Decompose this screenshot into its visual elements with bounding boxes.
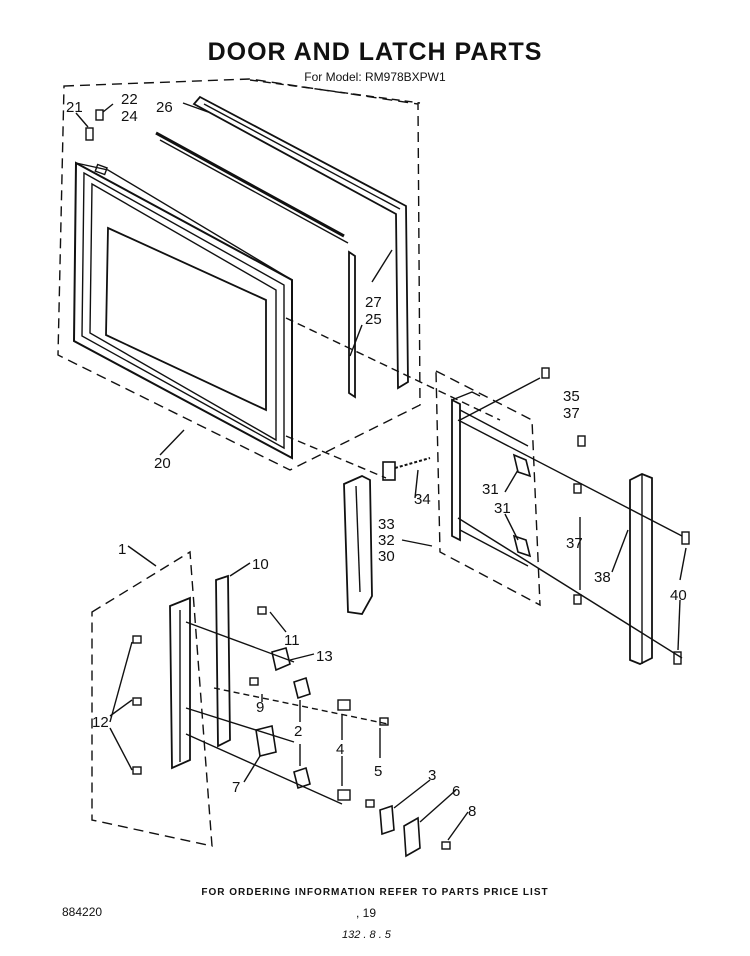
callout-9: 9 [256,699,264,716]
screw-35 [541,367,550,379]
screw-37b [573,483,582,605]
callout-37: 37 [563,405,580,422]
callout-31: 31 [482,481,499,498]
page-number: , 19 [356,906,377,920]
ordering-info-note: FOR ORDERING INFORMATION REFER TO PARTS … [201,887,549,898]
door-panel [72,161,293,460]
screws-5 [365,717,389,808]
callout-2: 2 [294,723,302,740]
handwritten-mark: 132 . 8 . 5 [342,929,391,941]
switch-assembly-outline [91,550,213,847]
switch-6 [403,816,421,858]
side-bracket-38 [629,473,653,665]
callout-25: 25 [365,311,382,328]
latch-block-33 [382,461,396,481]
page-title: DOOR AND LATCH PARTS [207,38,543,66]
callout-34: 34 [414,491,431,508]
model-subtitle: For Model: RM978BXPW1 [304,70,446,84]
switch-3 [379,804,395,836]
callout-1: 1 [118,541,126,558]
callout-40: 40 [670,587,687,604]
latch-clip-31-upper [512,453,532,478]
callout-5: 5 [374,763,382,780]
latch-bracket-30 [451,391,529,567]
callout-3: 3 [428,767,436,784]
callout-24: 24 [121,108,138,125]
callout-22: 22 [121,91,138,108]
callout-32: 32 [378,532,395,549]
cam-2-upper [293,676,311,700]
callout-38: 38 [594,569,611,586]
callout-12: 12 [92,714,109,731]
spring-34 [394,457,431,469]
callout-labels: 21 22 24 26 27 25 20 35 37 34 31 31 33 3… [66,91,687,820]
screw-21 [85,127,94,141]
latch-mount-outline [435,369,541,607]
callout-33: 33 [378,516,395,533]
callout-6: 6 [452,783,460,800]
screw-37a [577,435,586,447]
screws-12 [132,635,142,775]
callout-35: 35 [563,388,580,405]
callout-11: 11 [284,632,300,649]
callout-13: 13 [316,648,333,665]
screw-11 [257,606,267,615]
latch-clip-31-lower [512,534,532,558]
switch-13 [271,647,291,672]
door-assembly-outline [57,78,421,471]
callout-37b: 37 [566,535,583,552]
screw-9 [249,677,259,686]
spacer-4-upper [337,699,351,711]
screw-8 [441,841,451,850]
callout-27: 27 [365,294,382,311]
mounting-plate-1 [169,596,191,770]
callout-10: 10 [252,556,269,573]
cam-2-lower [293,766,311,790]
handle-32 [343,475,373,615]
document-number: 884220 [62,905,103,919]
callout-8: 8 [468,803,476,820]
callout-20: 20 [154,455,171,472]
door-seal-strip-24 [155,131,349,244]
spacer-4-lower [337,789,351,801]
door-frame-26 [192,95,409,399]
callout-31b: 31 [494,500,511,517]
callout-21: 21 [66,99,83,116]
lever-7 [255,725,277,757]
callout-4: 4 [336,741,344,758]
actuator-bar-10 [215,574,231,748]
callout-30: 30 [378,548,395,565]
callout-7: 7 [232,779,240,796]
screw-22 [95,109,104,121]
callout-26: 26 [156,99,173,116]
